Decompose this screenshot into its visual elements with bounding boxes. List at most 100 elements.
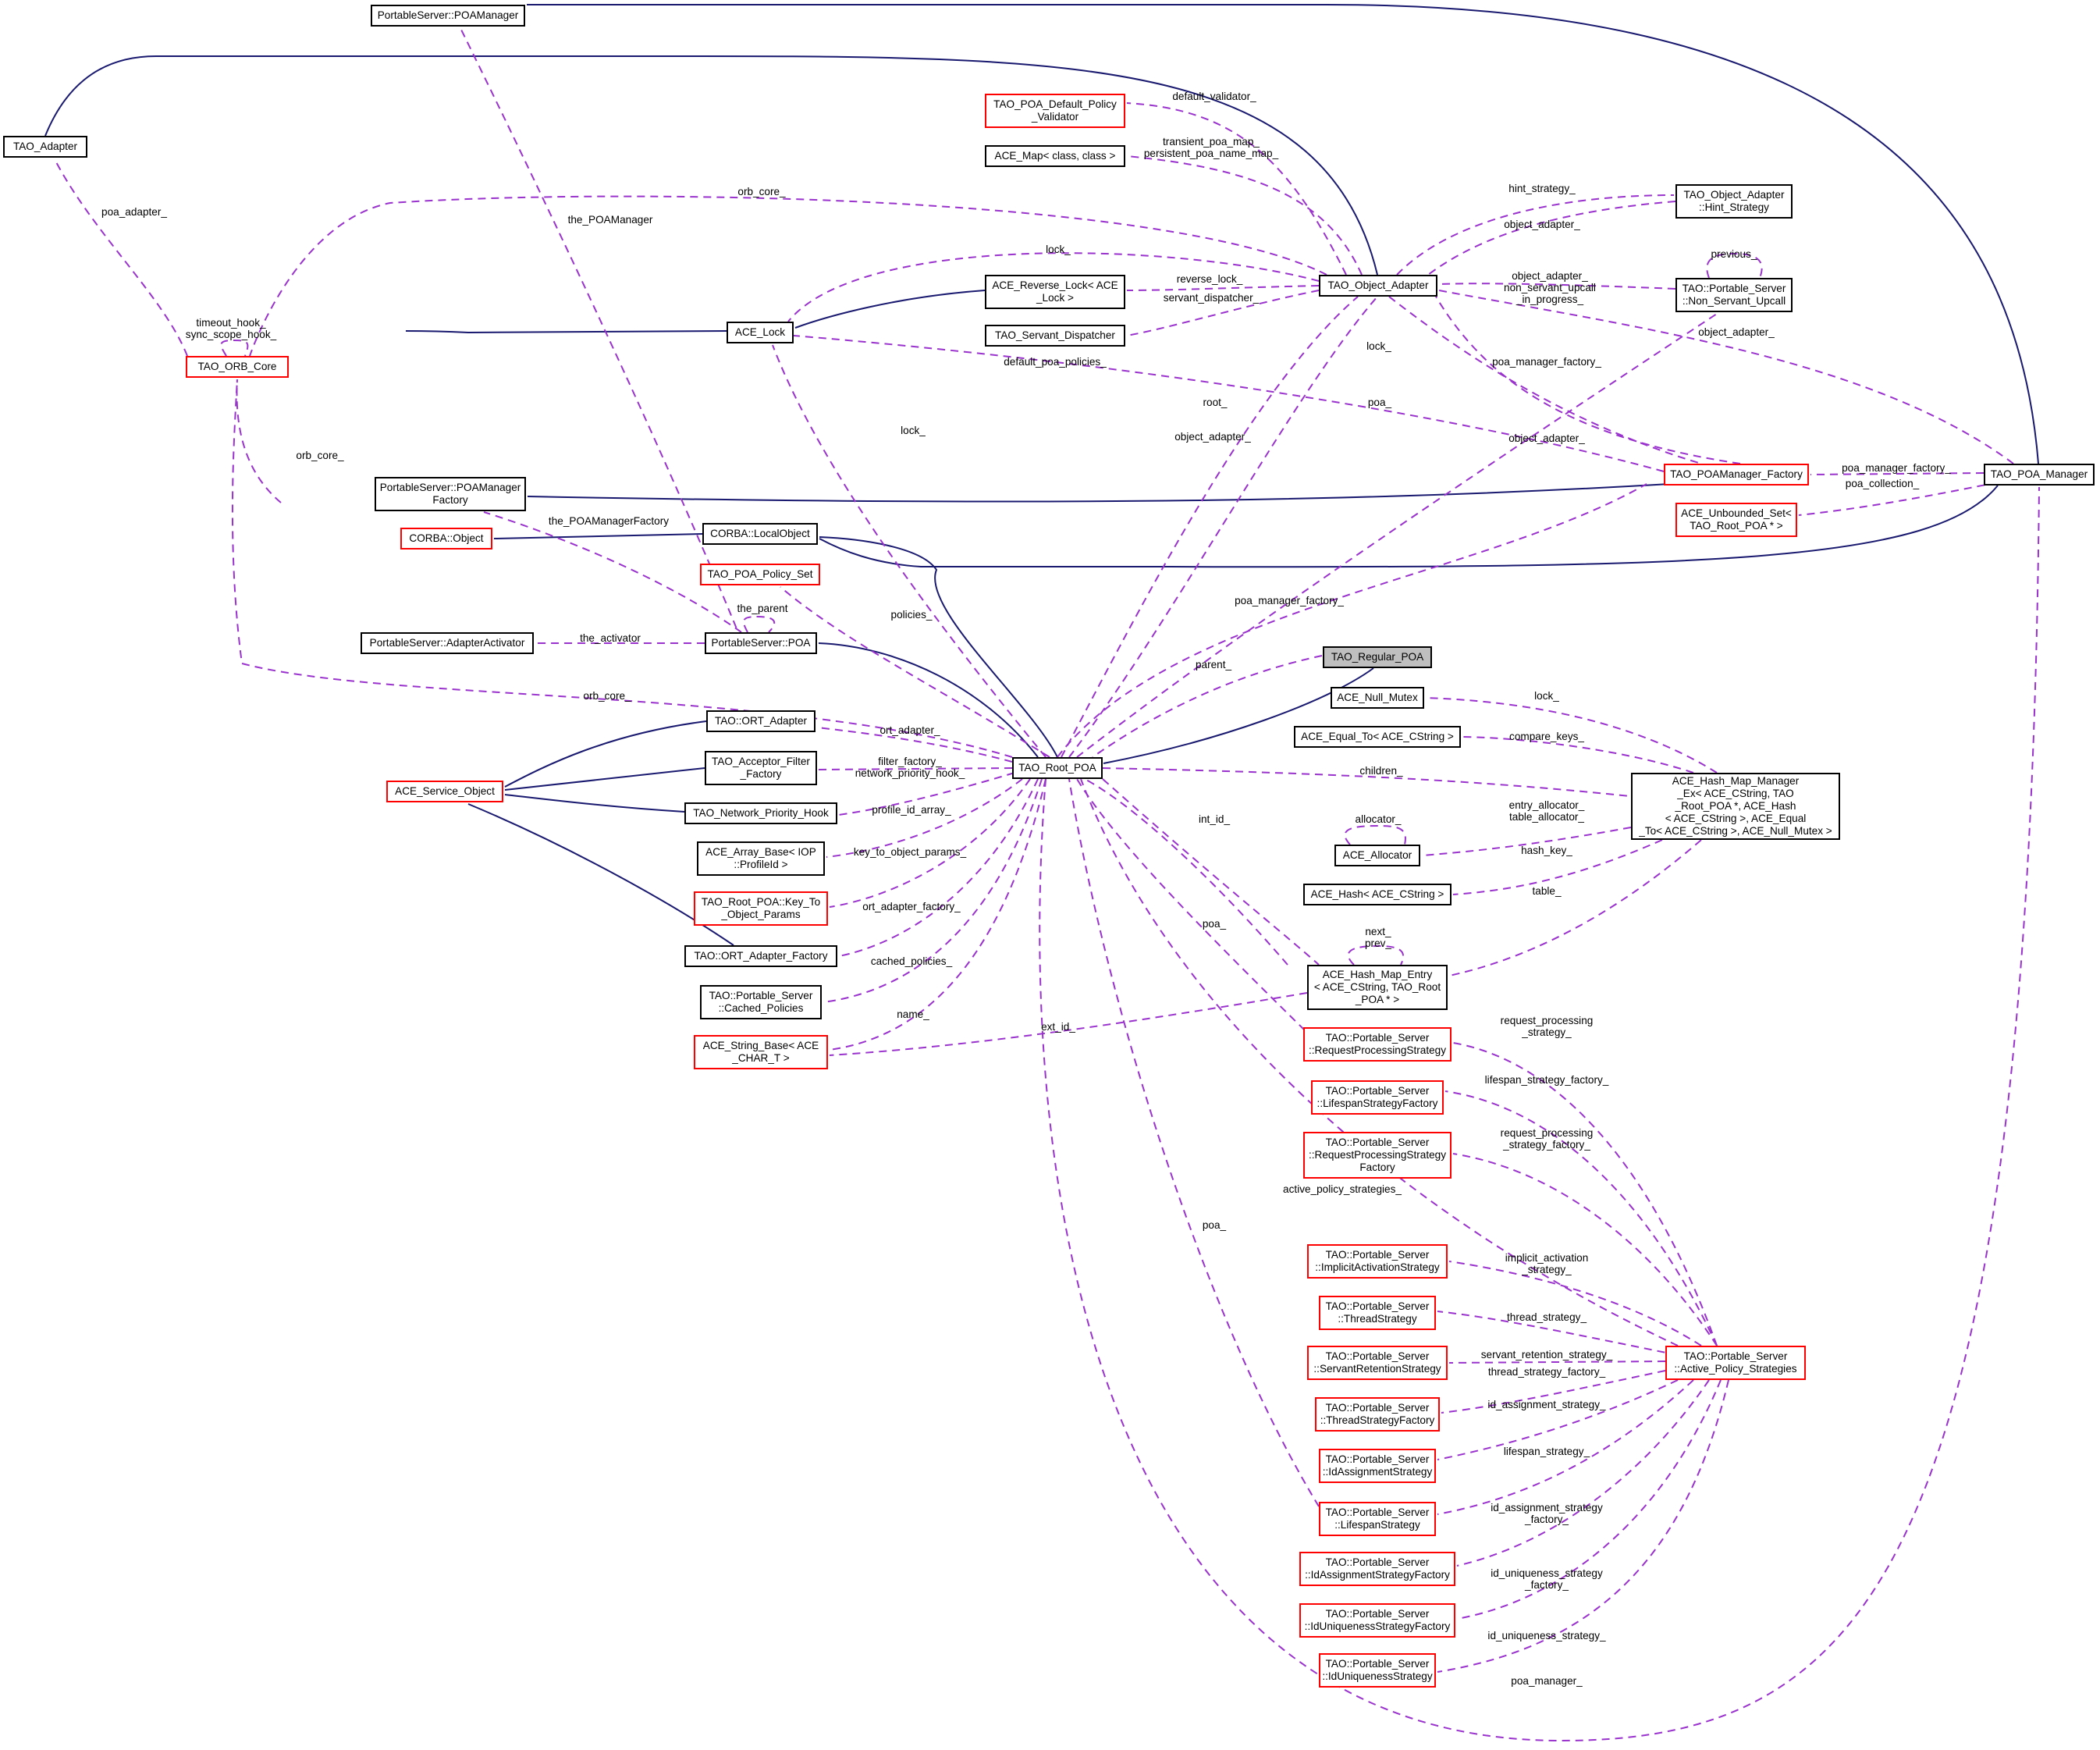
node-corba-object[interactable]: CORBA::Object [400,528,492,550]
edge-label-reverse-lock: reverse_lock_ [1176,273,1243,285]
node-ace-hash[interactable]: ACE_Hash< ACE_CString > [1303,884,1452,905]
node-tao-poa-default-policy-validator[interactable]: TAO_POA_Default_Policy _Validator [985,94,1125,128]
node-thread-strategy[interactable]: TAO::Portable_Server ::ThreadStrategy [1319,1296,1436,1330]
edge-label-ext-id: ext_id_ [1041,1021,1075,1033]
node-tao-ort-adapter-factory[interactable]: TAO::ORT_Adapter_Factory [684,945,837,967]
node-hint-strategy[interactable]: TAO_Object_Adapter ::Hint_Strategy [1675,184,1793,219]
node-tao-root-poa-key-to-object-params[interactable]: TAO_Root_POA::Key_To _Object_Params [694,891,828,926]
edge-label-lock-oa: lock_ [1046,244,1071,255]
usage-edge [1396,194,1675,276]
node-ace-reverse-lock[interactable]: ACE_Reverse_Lock< ACE _Lock > [985,275,1125,309]
node-ace-service-object[interactable]: ACE_Service_Object [386,781,503,802]
node-tao-poa-manager[interactable]: TAO_POA_Manager [1984,464,2095,486]
node-tao-poamanager-factory[interactable]: TAO_POAManager_Factory [1664,464,1809,486]
usage-edge [231,379,1013,758]
usage-edge [1092,655,1323,758]
usage-edge [1102,767,1630,797]
usage-edge [1102,778,1320,966]
inheritance-edge [405,290,986,333]
usage-edge [1456,1379,1722,1620]
usage-edge [1448,1361,1666,1364]
node-id-uniqueness-strategy-factory[interactable]: TAO::Portable_Server ::IdUniquenessStrat… [1299,1603,1455,1638]
node-request-processing-strategy-factory[interactable]: TAO::Portable_Server ::RequestProcessing… [1303,1132,1452,1179]
node-tao-orb-core[interactable]: TAO_ORB_Core [186,356,289,378]
edge-label-servant-dispatcher: servant_dispatcher_ [1163,292,1260,304]
edge-label-thread-strategy-factory: thread_strategy_factory_ [1487,1366,1606,1378]
node-ace-equal-to[interactable]: ACE_Equal_To< ACE_CString > [1294,726,1461,748]
node-tao-servant-dispatcher[interactable]: TAO_Servant_Dispatcher [985,325,1125,347]
usage-edge [1068,778,1320,1507]
node-id-uniqueness-strategy[interactable]: TAO::Portable_Server ::IdUniquenessStrat… [1319,1653,1436,1688]
usage-edge [838,778,1039,957]
edge-label-servant-retention-strategy: servant_retention_strategy_ [1480,1349,1613,1361]
usage-edge [1437,1379,1694,1515]
usage-edge [483,511,742,633]
node-ace-hash-map-entry[interactable]: ACE_Hash_Map_Entry < ACE_CString, TAO_Ro… [1307,965,1448,1010]
usage-edge [1068,296,1378,758]
node-tao-poa-policy-set[interactable]: TAO_POA_Policy_Set [700,564,820,585]
node-portableserver-adapteractivator[interactable]: PortableServer::AdapterActivator [361,632,534,654]
edge-label-object-adapter-pmf: object_adapter_ [1508,432,1585,444]
usage-edge [460,27,742,641]
usage-edge [780,586,1050,758]
usage-edge [1039,486,2040,1742]
node-tao-adapter[interactable]: TAO_Adapter [3,136,87,158]
node-id-assignment-strategy[interactable]: TAO::Portable_Server ::IdAssignmentStrat… [1319,1449,1436,1483]
edge-label-parent: parent_ [1195,659,1232,670]
node-active-policy-strategies[interactable]: TAO::Portable_Server ::Active_Policy_Str… [1665,1346,1806,1380]
node-ace-hash-map-manager-ex[interactable]: ACE_Hash_Map_Manager _Ex< ACE_CString, T… [1631,773,1840,840]
edge-label-hash-key: hash_key_ [1521,845,1572,856]
edge-label-table: table_ [1532,885,1562,897]
inheritance-edge [504,767,705,791]
node-ace-string-base[interactable]: ACE_String_Base< ACE _CHAR_T > [694,1035,828,1069]
inheritance-edge [504,794,685,813]
node-portableserver-poa[interactable]: PortableServer::POA [705,632,817,654]
edge-label-default-poa-policies: default_poa_policies_ [1004,356,1107,368]
usage-edge [1452,1153,1718,1346]
usage-edge [1437,1379,1679,1460]
node-cached-policies[interactable]: TAO::Portable_Server ::Cached_Policies [700,985,822,1019]
node-tao-ort-adapter[interactable]: TAO::ORT_Adapter [706,710,815,732]
usage-edge [1126,285,1320,291]
node-ace-map[interactable]: ACE_Map< class, class > [985,145,1125,167]
node-lifespan-strategy[interactable]: TAO::Portable_Server ::LifespanStrategy [1319,1502,1436,1536]
node-id-assignment-strategy-factory[interactable]: TAO::Portable_Server ::IdAssignmentStrat… [1299,1552,1455,1586]
usage-edge [1452,839,1663,895]
edge-label-lifespan-strategy: lifespan_strategy_ [1503,1446,1590,1457]
node-implicit-activation-strategy[interactable]: TAO::Portable_Server ::ImplicitActivatio… [1307,1244,1448,1279]
edge-label-lifespan-strategy-factory: lifespan_strategy_factory_ [1484,1074,1609,1086]
usage-edge [1437,1311,1679,1356]
node-tao-object-adapter[interactable]: TAO_Object_Adapter [1319,275,1437,297]
node-servant-retention-strategy[interactable]: TAO::Portable_Server ::ServantRetentionS… [1307,1346,1448,1380]
edge-label-ort-adapter: ort_adapter_ [879,724,940,736]
node-corba-localobject[interactable]: CORBA::LocalObject [702,523,818,545]
node-non-servant-upcall[interactable]: TAO::Portable_Server ::Non_Servant_Upcal… [1675,278,1793,312]
node-ace-allocator[interactable]: ACE_Allocator [1334,845,1420,866]
usage-edge [1448,839,1702,976]
node-request-processing-strategy[interactable]: TAO::Portable_Server ::RequestProcessing… [1303,1027,1452,1062]
node-ace-unbounded-set[interactable]: ACE_Unbounded_Set< TAO_Root_POA * > [1675,503,1797,537]
edge-label-object-adapter-root: object_adapter_ [1174,431,1251,443]
usage-edge [1126,290,1320,336]
edge-label-poa-manager-factory-root: poa_manager_factory_ [1235,595,1344,606]
usage-edge [1388,296,1702,464]
usage-edge [1126,155,1363,276]
usage-edge [1435,296,1741,464]
edge-label-lock-root: lock_ [901,425,926,436]
node-ace-lock[interactable]: ACE_Lock [727,322,794,343]
node-portableserver-poamanager[interactable]: PortableServer::POAManager [371,5,525,27]
usage-edge [838,772,1015,816]
node-ace-null-mutex[interactable]: ACE_Null_Mutex [1331,687,1424,709]
edge-label-the-poamanager: the_POAManager [567,214,653,226]
usage-edge [793,335,1665,472]
node-tao-root-poa[interactable]: TAO_Root_POA [1012,757,1103,779]
node-thread-strategy-factory[interactable]: TAO::Portable_Server ::ThreadStrategyFac… [1315,1397,1440,1432]
inheritance-edge [44,55,1378,276]
node-lifespan-strategy-factory[interactable]: TAO::Portable_Server ::LifespanStrategyF… [1311,1080,1444,1115]
node-portableserver-poamanagerfactory[interactable]: PortableServer::POAManager Factory [375,477,526,511]
edge-label-previous: previous_ [1711,248,1757,260]
node-ace-array-base[interactable]: ACE_Array_Base< IOP ::ProfileId > [697,841,825,876]
node-tao-acceptor-filter-factory[interactable]: TAO_Acceptor_Filter _Factory [705,751,817,785]
node-tao-network-priority-hook[interactable]: TAO_Network_Priority_Hook [684,802,837,824]
node-tao-regular-poa[interactable]: TAO_Regular_POA [1323,646,1432,668]
